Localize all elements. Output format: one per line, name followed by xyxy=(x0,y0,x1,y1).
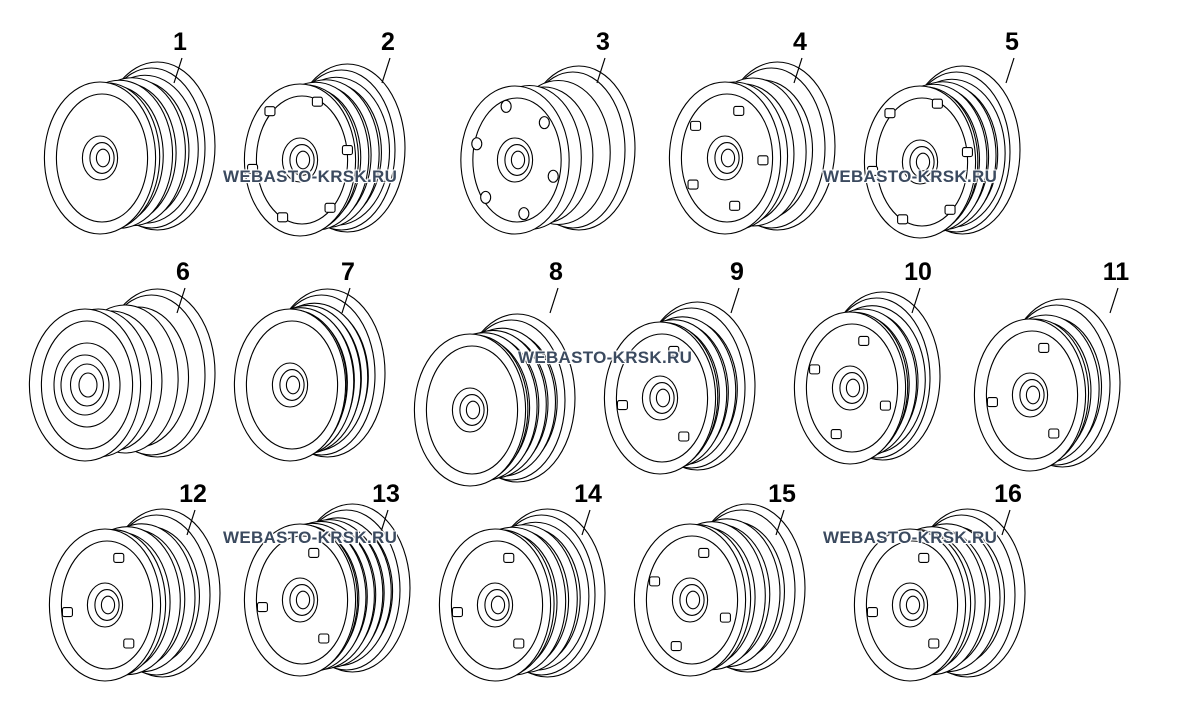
part-number-label: 3 xyxy=(596,28,610,56)
part-number-label: 13 xyxy=(372,480,400,508)
leader-line xyxy=(381,57,391,84)
watermark: WEBASTO-KRSK.RU xyxy=(823,167,998,186)
bolt-icon xyxy=(757,155,769,166)
pulley-6 xyxy=(28,288,216,462)
bolt-icon xyxy=(698,547,710,558)
pulley-4 xyxy=(668,61,836,235)
bolt-icon xyxy=(719,612,731,623)
bolt-icon xyxy=(678,431,690,442)
leader-line xyxy=(379,509,389,536)
pulley-9 xyxy=(603,301,756,475)
part-number-label: 2 xyxy=(381,28,395,56)
bolt-icon xyxy=(513,638,525,649)
bolt-icon xyxy=(931,98,943,109)
part-number-label: 11 xyxy=(1102,258,1130,286)
bolt-icon xyxy=(1048,428,1060,439)
bolt-icon xyxy=(61,607,73,618)
bolt-icon xyxy=(277,212,289,223)
bolt-icon xyxy=(503,552,515,563)
bolt-icon xyxy=(123,638,135,649)
bolt-icon xyxy=(866,607,878,618)
leader-line xyxy=(911,287,921,314)
bolt-icon xyxy=(616,400,628,411)
part-number-label: 5 xyxy=(1005,28,1019,56)
watermark: WEBASTO-KRSK.RU xyxy=(223,167,398,186)
bolt-icon xyxy=(690,120,702,131)
bolt-icon xyxy=(830,429,842,440)
pulley-12 xyxy=(48,508,221,682)
bolt-icon xyxy=(341,145,353,156)
bolt-icon xyxy=(733,105,745,116)
pulley-14 xyxy=(438,508,606,682)
leader-line xyxy=(1001,509,1011,536)
pulley-1 xyxy=(43,61,216,235)
pulley-15 xyxy=(633,503,806,677)
bolt-icon xyxy=(318,633,330,644)
bolt-icon xyxy=(668,345,680,356)
pulley-8 xyxy=(413,313,576,487)
pulley-5 xyxy=(863,65,1021,239)
bolt-icon xyxy=(867,165,879,176)
bolt-icon xyxy=(264,106,276,117)
leader-line xyxy=(793,57,803,84)
part-number-label: 10 xyxy=(904,258,932,286)
bolt-icon xyxy=(311,96,323,107)
pulley-2 xyxy=(243,63,406,237)
bolt-icon xyxy=(247,163,259,174)
bolt-icon xyxy=(879,400,891,411)
pulley-16 xyxy=(853,508,1026,682)
watermark: WEBASTO-KRSK.RU xyxy=(823,528,998,547)
leader-line xyxy=(341,287,351,314)
pulley-7 xyxy=(233,288,386,462)
part-number-label: 14 xyxy=(574,480,602,508)
bolt-icon xyxy=(809,364,821,375)
bolt-icon xyxy=(961,147,973,158)
leader-line xyxy=(775,509,785,536)
leader-line xyxy=(581,509,591,536)
bolt-icon xyxy=(324,202,336,213)
bolt-icon xyxy=(687,179,699,190)
bolt-icon xyxy=(649,576,661,587)
part-number-label: 15 xyxy=(768,480,796,508)
part-number-label: 4 xyxy=(793,28,807,56)
bolt-icon xyxy=(897,214,909,225)
leader-line xyxy=(173,57,183,84)
pulley-3 xyxy=(460,65,636,235)
bolt-icon xyxy=(928,638,940,649)
bolt-icon xyxy=(670,641,682,652)
bolt-icon xyxy=(256,602,268,613)
bolt-icon xyxy=(884,108,896,119)
bolt-icon xyxy=(113,552,125,563)
pulley-10 xyxy=(793,291,941,465)
pulley-13 xyxy=(243,503,411,677)
leader-line xyxy=(596,57,606,84)
bolt-icon xyxy=(944,204,956,215)
leader-line xyxy=(730,287,740,314)
bolt-icon xyxy=(1038,342,1050,353)
part-number-label: 9 xyxy=(730,258,744,286)
part-number-label: 16 xyxy=(994,480,1022,508)
bolt-icon xyxy=(986,397,998,408)
leader-line xyxy=(186,509,196,536)
bolt-icon xyxy=(858,335,870,346)
leader-line xyxy=(176,287,186,314)
part-number-label: 6 xyxy=(176,258,190,286)
part-number-label: 7 xyxy=(341,258,355,286)
part-number-label: 8 xyxy=(549,258,563,286)
leader-line xyxy=(549,287,559,314)
leader-line xyxy=(1109,287,1119,314)
part-number-label: 1 xyxy=(173,28,187,56)
watermark: WEBASTO-KRSK.RU xyxy=(223,528,398,547)
part-number-label: 12 xyxy=(179,480,207,508)
bolt-icon xyxy=(451,607,463,618)
bolt-icon xyxy=(729,200,741,211)
leader-line xyxy=(1005,57,1015,84)
bolt-icon xyxy=(308,547,320,558)
watermark: WEBASTO-KRSK.RU xyxy=(518,348,693,367)
bolt-icon xyxy=(918,552,930,563)
pulley-11 xyxy=(973,298,1121,472)
